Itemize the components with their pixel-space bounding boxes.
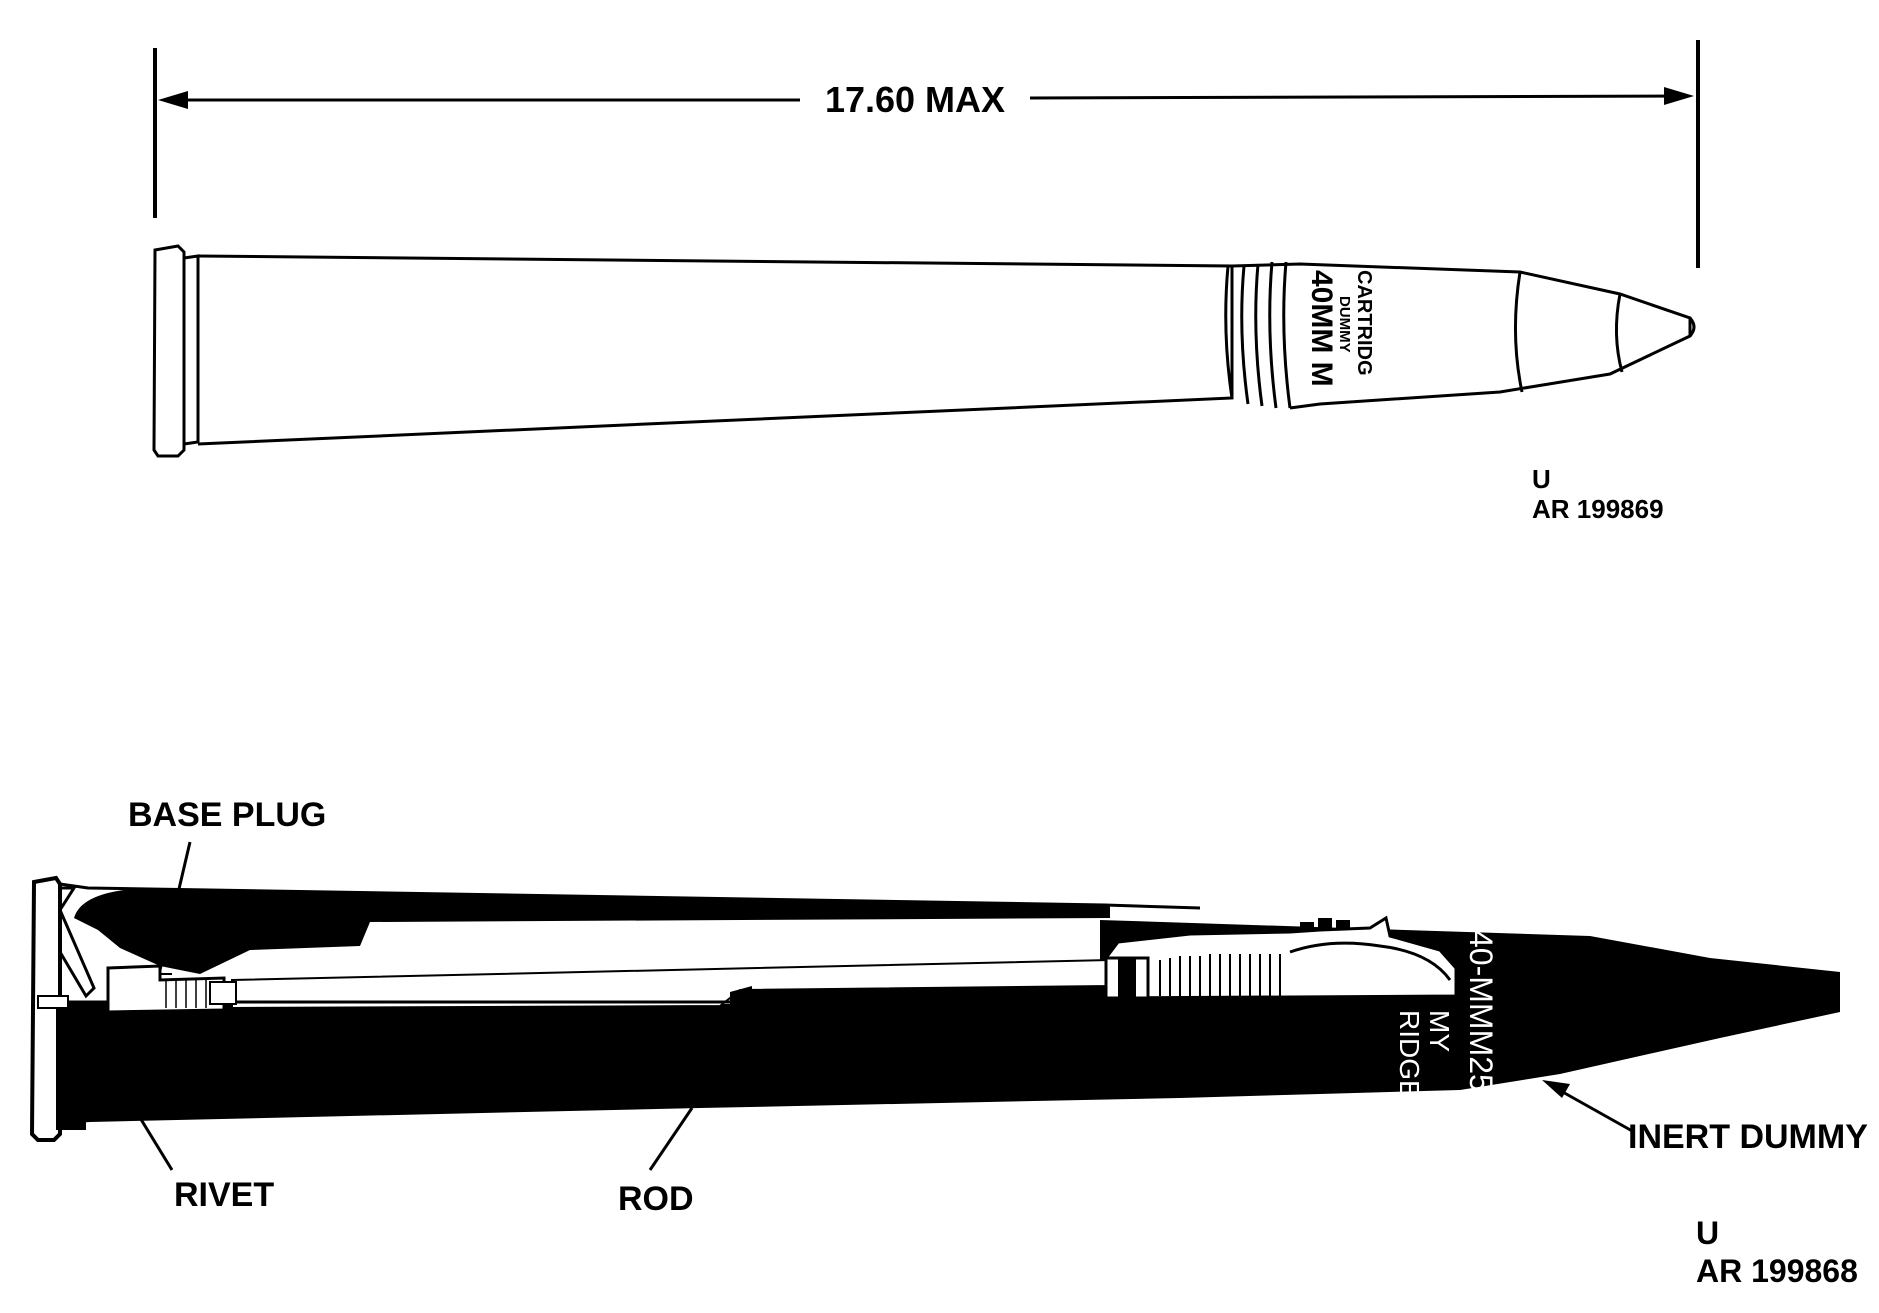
rivet xyxy=(37,995,69,1009)
top-ref-line-1: U xyxy=(1532,464,1551,494)
ogive-line-1 xyxy=(1513,271,1524,393)
top-view: 17.60 MAX xyxy=(152,40,1700,524)
leader-base-plug xyxy=(158,841,192,971)
section-ref-line-1: U xyxy=(1696,1215,1719,1251)
fuze-assembly xyxy=(1104,915,1458,1000)
leader-rivet xyxy=(72,1009,174,1171)
marking-line-2: DUMMY xyxy=(1336,296,1353,353)
leader-inert-dummy xyxy=(1551,1084,1635,1134)
case-head xyxy=(183,254,200,446)
dummy-marking-line-1: 40-MMM25 xyxy=(1463,930,1499,1092)
arrowhead-rivet xyxy=(70,1004,88,1024)
projectile-marking: 40MM M DUMMY CARTRIDG xyxy=(1305,270,1375,387)
inert-dummy-body xyxy=(60,920,1840,1124)
dummy-marking-line-3: RIDGE xyxy=(1394,1010,1425,1099)
arrowhead-right xyxy=(1664,87,1694,105)
leader-rod xyxy=(648,1107,694,1171)
arrowhead-left xyxy=(158,91,188,109)
section-view: 40-MMM25 MY RIDGE BASE PLUG RIVET ROD IN… xyxy=(29,796,1868,1289)
callout-rivet: RIVET xyxy=(174,1176,274,1214)
base-plug xyxy=(106,964,237,1014)
projectile-tip xyxy=(1688,317,1696,337)
section-ref-line-2: AR 199868 xyxy=(1696,1253,1858,1289)
projectile-body xyxy=(1231,262,1692,410)
overall-length-label: 17.60 MAX xyxy=(825,79,1005,120)
cartridge-outline xyxy=(152,244,1696,458)
inert-dummy-marking: 40-MMM25 MY RIDGE xyxy=(1394,930,1499,1099)
callout-rod: ROD xyxy=(618,1180,694,1218)
dimension-line xyxy=(158,87,1694,109)
section-case-head-chevron xyxy=(58,886,96,999)
dummy-marking-line-2: MY xyxy=(1424,1010,1455,1052)
callout-base-plug: BASE PLUG xyxy=(128,796,326,834)
callout-inert-dummy: INERT DUMMY xyxy=(1628,1118,1868,1156)
marking-line-1: 40MM M xyxy=(1305,270,1338,387)
case-upper-black xyxy=(74,888,1110,974)
crimp-bands xyxy=(1224,261,1292,409)
section-case-outline xyxy=(59,882,1201,910)
ogive-line-2 xyxy=(1614,293,1624,373)
case-body xyxy=(197,254,1234,446)
marking-line-3: CARTRIDG xyxy=(1353,270,1375,376)
arrowhead-inert-dummy xyxy=(1542,1080,1570,1098)
top-ref-line-2: AR 199869 xyxy=(1532,494,1664,524)
case-rim xyxy=(152,244,186,458)
